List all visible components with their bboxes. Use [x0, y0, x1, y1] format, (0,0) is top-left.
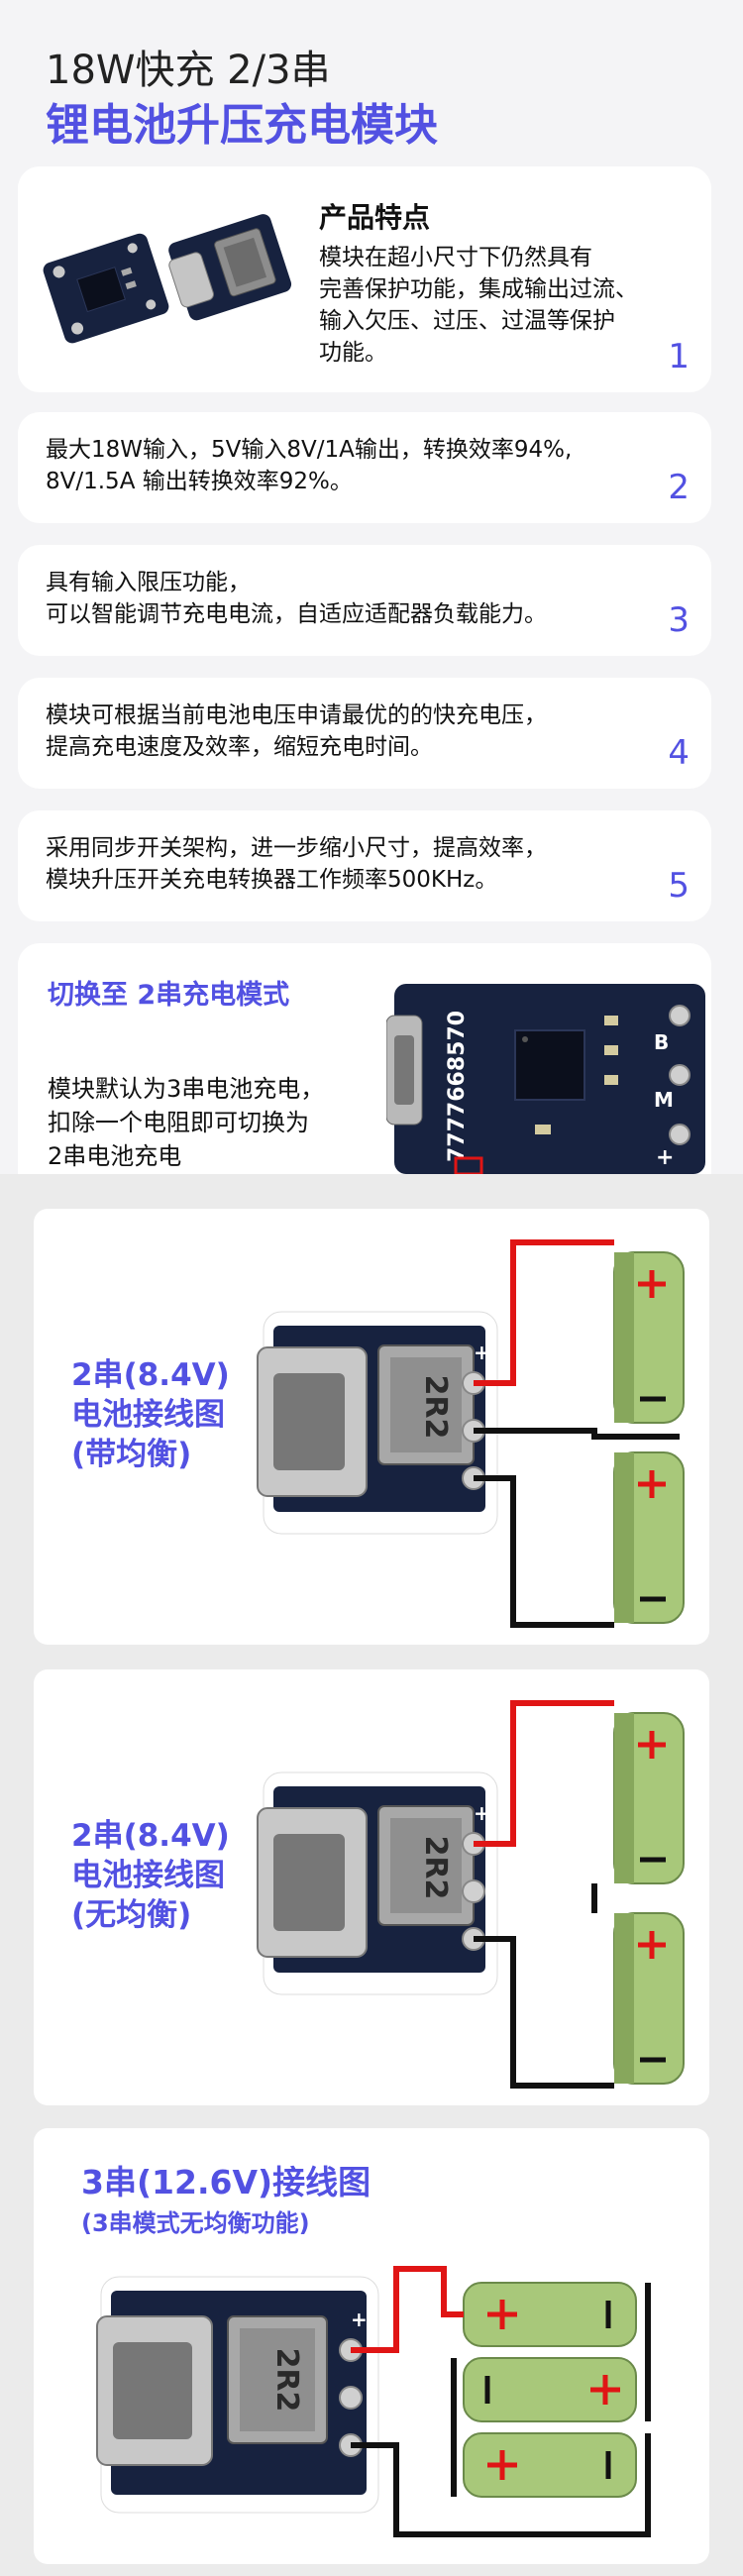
battery-icon	[463, 2432, 637, 2498]
features-card: 产品特点 模块在超小尺寸下仍然具有 完善保护功能，集成输出过流、 输入欠压、过压…	[18, 166, 711, 392]
resistor-highlight	[454, 1156, 483, 1174]
module-photo-pair	[43, 214, 292, 344]
mode-switch-body: 模块默认为3串电池充电， 扣除一个电阻即可切换为 2串电池充电	[48, 1072, 324, 1173]
wiring-2s-balance-card: 2串(8.4V) 电池接线图 (带均衡) 2R2 +	[34, 1209, 709, 1645]
spec-line: 模块升压开关充电转换器工作频率500KHz。	[46, 867, 498, 893]
board-code: 7777668570	[445, 1011, 470, 1162]
inductor-label: 2R2	[269, 2348, 304, 2413]
features-body: 模块在超小尺寸下仍然具有 完善保护功能，集成输出过流、 输入欠压、过压、过温等保…	[319, 242, 638, 369]
card-number: 5	[668, 866, 690, 906]
wiring-diagram: 2R2 +	[257, 1239, 685, 1628]
module-back-image	[43, 233, 169, 344]
spec-line: 模块可根据当前电池电压申请最优的的快充电压，	[46, 702, 547, 728]
wiring-label-line: 电池接线图	[71, 1858, 225, 1893]
battery-icon	[613, 1251, 685, 1424]
wiring-label: 2串(8.4V) 电池接线图 (无均衡)	[71, 1816, 230, 1935]
spec-text: 采用同步开关架构，进一步缩小尺寸，提高效率， 模块升压开关充电转换器工作频率50…	[46, 832, 547, 896]
module-front-image	[168, 214, 292, 321]
spec-line: 可以智能调节充电电流，自适应适配器负载能力。	[46, 601, 547, 627]
spec-card-4: 模块可根据当前电池电压申请最优的的快充电压， 提高充电速度及效率，缩短充电时间。…	[18, 678, 711, 789]
wiring-diagram: 2R2 +	[96, 2266, 651, 2537]
spec-line: 8V/1.5A 输出转换效率92%。	[46, 469, 353, 494]
board-plus: +	[474, 1341, 490, 1364]
spec-text: 模块可根据当前电池电压申请最优的的快充电压， 提高充电速度及效率，缩短充电时间。	[46, 699, 547, 763]
wiring-diagram: 2R2 +	[257, 1700, 685, 2089]
inductor-label: 2R2	[418, 1375, 453, 1440]
wiring-label-line: 2串(8.4V)	[71, 1818, 230, 1854]
card-number: 3	[668, 600, 690, 640]
module-back-closeup: B M + 7777668570	[386, 984, 705, 1174]
header-line2: 锂电池升压充电模块	[46, 100, 438, 151]
mode-switch-line: 扣除一个电阻即可切换为	[48, 1109, 309, 1136]
mode-switch-line: 模块默认为3串电池充电，	[48, 1075, 325, 1103]
features-title: 产品特点	[319, 201, 431, 234]
wiring3-subtitle: (3串模式无均衡功能)	[81, 2209, 310, 2237]
wiring-label-line: 2串(8.4V)	[71, 1357, 230, 1393]
board-plus: +	[474, 1801, 490, 1825]
wiring-label-line: 电池接线图	[71, 1397, 225, 1433]
wiring-label-line: (无均衡)	[71, 1897, 192, 1933]
wiring-label: 2串(8.4V) 电池接线图 (带均衡)	[71, 1355, 230, 1474]
spec-line: 采用同步开关架构，进一步缩小尺寸，提高效率，	[46, 835, 547, 861]
card-number: 1	[668, 337, 690, 376]
battery-icon	[613, 1451, 685, 1624]
battery-icon	[463, 2282, 637, 2347]
pin-label: M	[654, 1088, 674, 1112]
battery-icon	[613, 1712, 685, 1884]
pin-label: B	[654, 1030, 669, 1054]
spec-card-2: 最大18W输入，5V输入8V/1A输出，转换效率94%, 8V/1.5A 输出转…	[18, 412, 711, 523]
spec-card-3: 具有输入限压功能， 可以智能调节充电电流，自适应适配器负载能力。 3	[18, 545, 711, 656]
spec-line: 提高充电速度及效率，缩短充电时间。	[46, 734, 433, 760]
header-line1: 18W快充 2/3串	[46, 48, 331, 93]
wiring3-title: 3串(12.6V)接线图	[81, 2163, 372, 2201]
wiring-2s-no-balance-card: 2串(8.4V) 电池接线图 (无均衡) 2R2 +	[34, 1669, 709, 2105]
pin-label: +	[656, 1145, 674, 1170]
spec-text: 最大18W输入，5V输入8V/1A输出，转换效率94%, 8V/1.5A 输出转…	[46, 434, 572, 497]
card-number: 4	[668, 733, 690, 773]
mode-switch-line: 2串电池充电	[48, 1142, 182, 1170]
mode-switch-title: 切换至 2串充电模式	[48, 980, 290, 1011]
inductor-label: 2R2	[418, 1836, 453, 1900]
wiring-label-line: (带均衡)	[71, 1437, 192, 1472]
battery-icon	[613, 1912, 685, 2085]
spec-line: 具有输入限压功能，	[46, 570, 251, 595]
spec-card-5: 采用同步开关架构，进一步缩小尺寸，提高效率， 模块升压开关充电转换器工作频率50…	[18, 810, 711, 921]
mode-switch-card: 切换至 2串充电模式 模块默认为3串电池充电， 扣除一个电阻即可切换为 2串电池…	[18, 943, 711, 1174]
wiring-3s-card: 3串(12.6V)接线图 (3串模式无均衡功能) 2R2 +	[34, 2128, 709, 2564]
board-plus: +	[351, 2308, 368, 2331]
spec-line: 最大18W输入，5V输入8V/1A输出，转换效率94%,	[46, 437, 573, 463]
battery-icon	[463, 2357, 637, 2422]
features-line: 输入欠压、过压、过温等保护	[319, 308, 615, 334]
features-line: 完善保护功能，集成输出过流、	[319, 276, 638, 302]
features-line: 模块在超小尺寸下仍然具有	[319, 245, 592, 270]
spec-text: 具有输入限压功能， 可以智能调节充电电流，自适应适配器负载能力。	[46, 567, 547, 630]
features-line: 功能。	[319, 340, 387, 366]
card-number: 2	[668, 468, 690, 507]
